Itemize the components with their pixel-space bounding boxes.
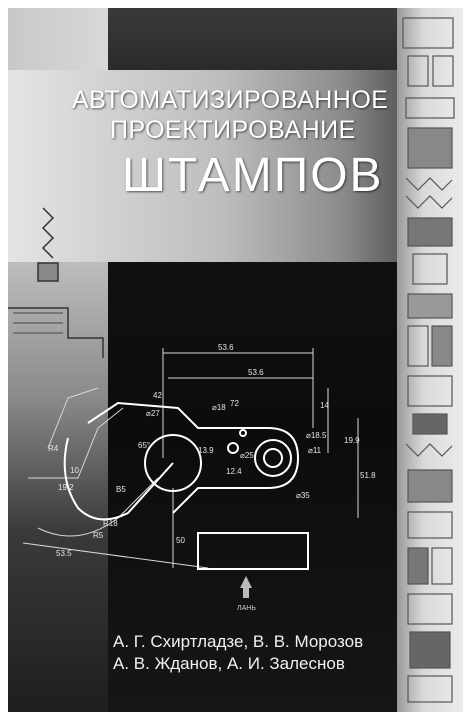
svg-text:53.5: 53.5 bbox=[56, 549, 72, 558]
svg-text:⌀18: ⌀18 bbox=[212, 403, 226, 412]
publisher-logo: ЛАНЬ bbox=[237, 576, 256, 612]
book-cover: 53.6 53.6 42 ⌀27 ⌀18 72 14 ⌀18.5 ⌀11 19.… bbox=[8, 8, 463, 712]
svg-text:53.6: 53.6 bbox=[248, 368, 264, 377]
svg-text:50: 50 bbox=[176, 536, 185, 545]
title-line-3: ШТАМПОВ bbox=[122, 149, 384, 202]
svg-text:42: 42 bbox=[153, 391, 162, 400]
die-parts-pattern bbox=[402, 17, 455, 703]
svg-text:⌀25: ⌀25 bbox=[240, 451, 254, 460]
dimension-labels: 53.6 53.6 42 ⌀27 ⌀18 72 14 ⌀18.5 ⌀11 19.… bbox=[48, 343, 376, 558]
svg-text:19.2: 19.2 bbox=[58, 483, 74, 492]
left-lower-strip bbox=[8, 262, 108, 712]
svg-text:19.9: 19.9 bbox=[344, 436, 360, 445]
svg-text:65°: 65° bbox=[138, 441, 150, 450]
svg-text:13.9: 13.9 bbox=[198, 446, 214, 455]
part-outline bbox=[63, 401, 309, 570]
technical-drawing: 53.6 53.6 42 ⌀27 ⌀18 72 14 ⌀18.5 ⌀11 19.… bbox=[8, 17, 455, 703]
authors-line-1: А. Г. Схиртладзе, В. В. Морозов bbox=[113, 632, 364, 651]
svg-text:53.6: 53.6 bbox=[218, 343, 234, 352]
top-dark-band bbox=[108, 8, 400, 70]
left-sketch bbox=[8, 207, 104, 358]
authors-line-2: А. В. Жданов, А. И. Залеснов bbox=[113, 654, 345, 673]
svg-text:⌀27: ⌀27 bbox=[146, 409, 160, 418]
title-band bbox=[8, 70, 400, 262]
svg-text:14: 14 bbox=[320, 401, 329, 410]
left-top-strip bbox=[8, 8, 108, 70]
svg-text:R5: R5 bbox=[93, 531, 104, 540]
svg-text:R18: R18 bbox=[103, 519, 118, 528]
title-line-2: ПРОЕКТИРОВАНИЕ bbox=[110, 116, 356, 144]
svg-text:⌀18.5: ⌀18.5 bbox=[306, 431, 327, 440]
svg-text:R4: R4 bbox=[48, 444, 59, 453]
svg-text:⌀35: ⌀35 bbox=[296, 491, 310, 500]
dimension-lines bbox=[22, 348, 359, 569]
svg-text:ЛАНЬ: ЛАНЬ bbox=[237, 605, 256, 612]
svg-text:10: 10 bbox=[70, 466, 79, 475]
svg-text:⌀11: ⌀11 bbox=[308, 446, 322, 455]
svg-text:12.4: 12.4 bbox=[226, 467, 242, 476]
svg-text:51.8: 51.8 bbox=[360, 471, 376, 480]
svg-text:72: 72 bbox=[230, 399, 239, 408]
svg-text:B5: B5 bbox=[116, 485, 126, 494]
title-line-1: АВТОМАТИЗИРОВАННОЕ bbox=[72, 86, 389, 114]
